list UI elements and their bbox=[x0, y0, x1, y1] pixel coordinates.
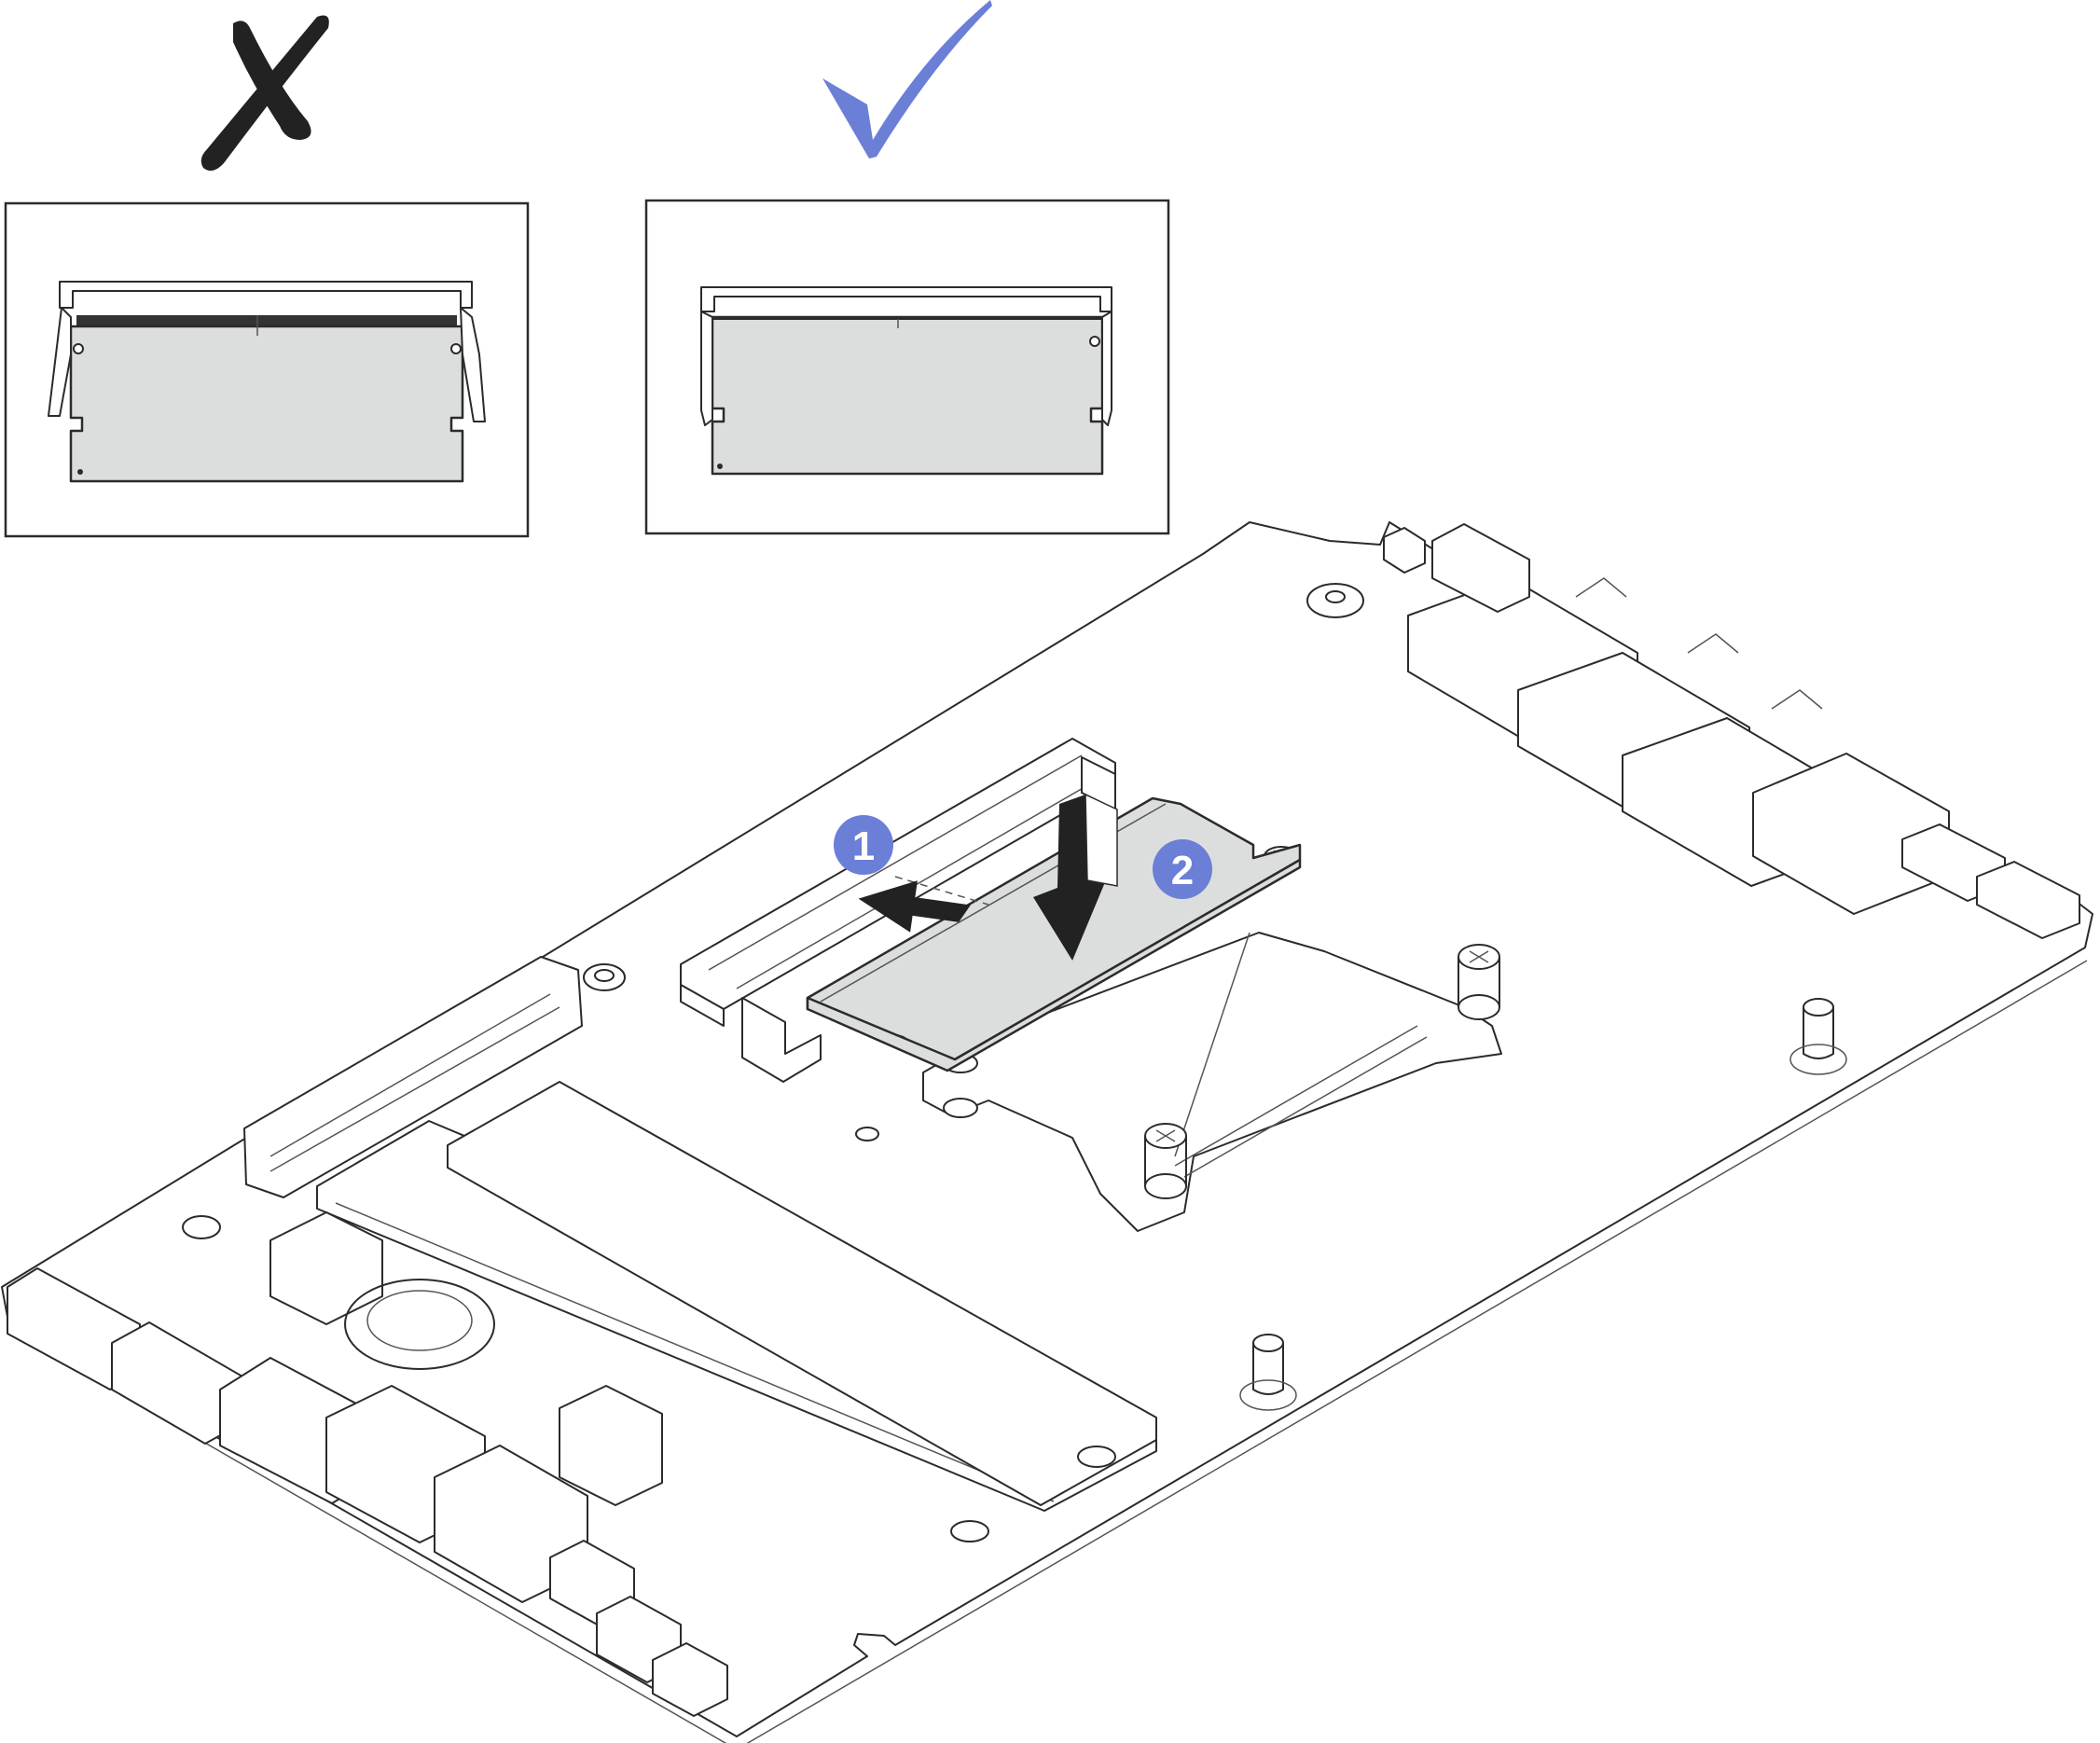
memory-slot-latch bbox=[741, 997, 822, 1083]
callout-2: 2 bbox=[1153, 839, 1212, 899]
captive-screw bbox=[1144, 1123, 1187, 1199]
callout-1: 1 bbox=[834, 815, 893, 875]
cross-mark-icon bbox=[200, 15, 329, 172]
cmos-battery bbox=[344, 1279, 495, 1370]
m2-drive bbox=[447, 1081, 1157, 1542]
standoff bbox=[1239, 1334, 1297, 1411]
callout-2-label: 2 bbox=[1171, 848, 1194, 893]
callout-1-label: 1 bbox=[852, 823, 875, 869]
standoff bbox=[1789, 998, 1847, 1075]
memory-module-correct bbox=[711, 315, 1104, 476]
latch-left-open bbox=[48, 307, 72, 417]
pcie-slot bbox=[243, 956, 583, 1198]
captive-screw bbox=[1458, 944, 1500, 1020]
front-io-ports bbox=[7, 1211, 728, 1717]
latch-left-closed bbox=[700, 311, 713, 426]
callout-1-badge bbox=[834, 815, 893, 875]
latch-right-open bbox=[460, 307, 486, 422]
m2-screw bbox=[950, 1520, 989, 1542]
mount-hole bbox=[182, 1215, 221, 1239]
m2-screw bbox=[1077, 1446, 1116, 1468]
check-mark-icon bbox=[822, 0, 992, 159]
memory-slot bbox=[680, 738, 1116, 1083]
memory-module-wrong bbox=[69, 325, 464, 483]
slide-arrow bbox=[858, 880, 971, 933]
callout-2-badge bbox=[1153, 839, 1212, 899]
system-board bbox=[1, 521, 2093, 1743]
correct-installation-panel bbox=[644, 0, 1170, 535]
press-down-arrow bbox=[1033, 793, 1118, 961]
latch-right-closed bbox=[1101, 311, 1112, 426]
rear-io-ports bbox=[1383, 523, 2080, 939]
wrong-installation-panel bbox=[4, 15, 530, 538]
